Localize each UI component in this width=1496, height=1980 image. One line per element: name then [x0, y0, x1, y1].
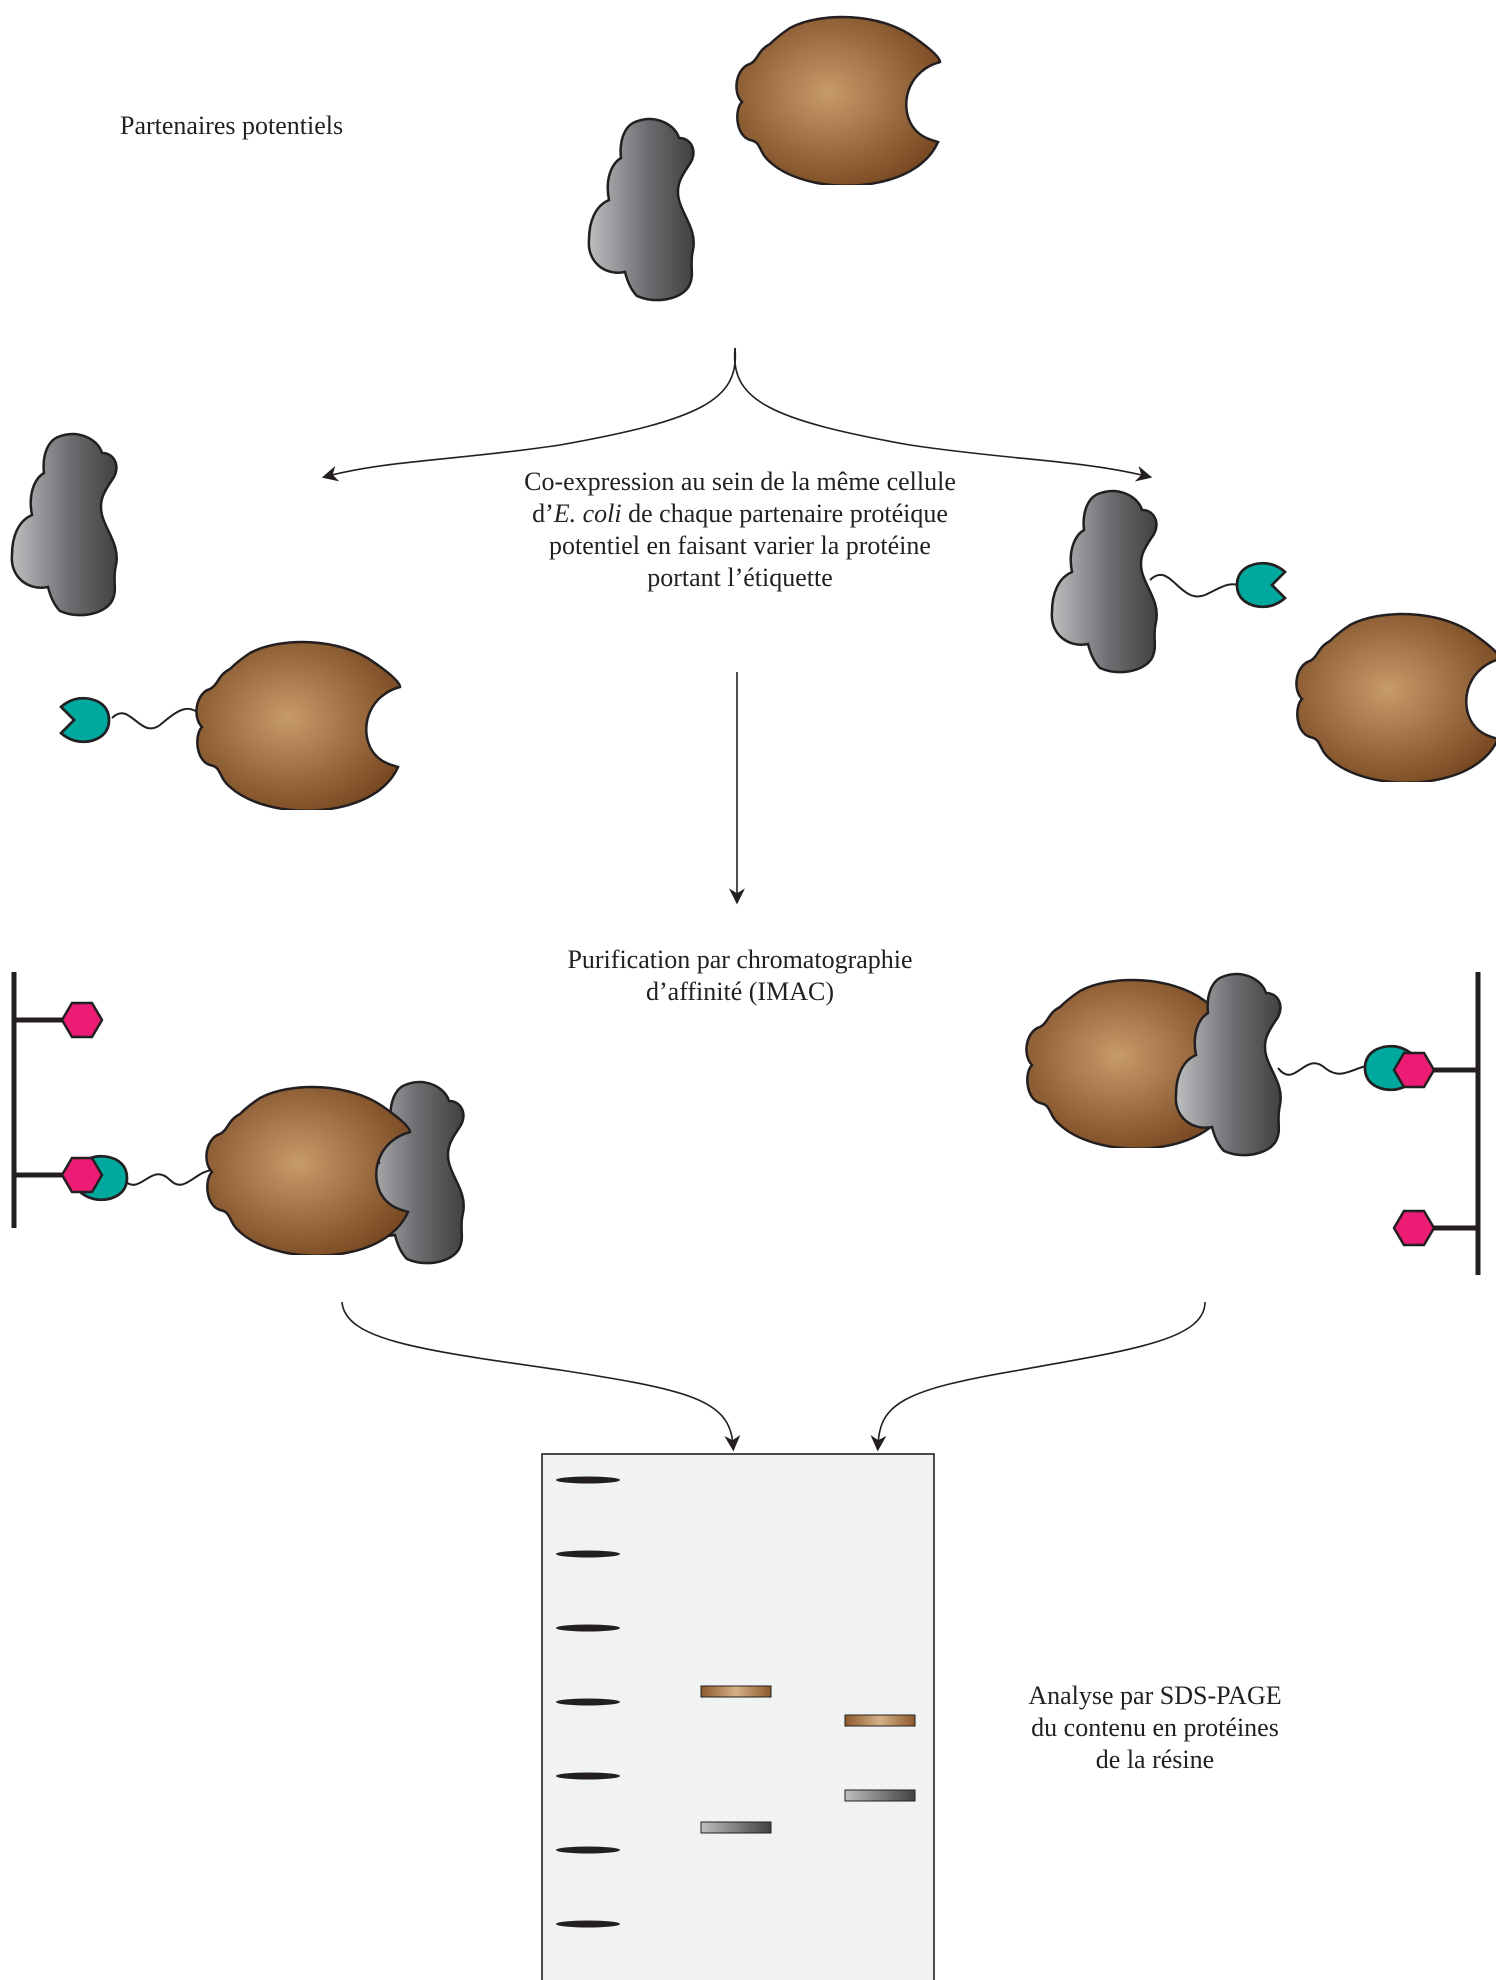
linker — [121, 1169, 215, 1186]
band-brown-lane-1 — [700, 1685, 772, 1698]
band-grey-lane-2 — [844, 1789, 916, 1802]
linker — [111, 707, 206, 730]
sds-page-gel — [541, 1453, 935, 1980]
left-grey-protein — [10, 432, 118, 617]
ladder-band — [556, 1698, 620, 1706]
ladder-band — [556, 1624, 620, 1632]
ladder-band — [556, 1846, 620, 1854]
right-bound-complex — [1025, 972, 1436, 1157]
partner-grey-protein-top — [587, 117, 695, 302]
coexpression-organism: E. coli — [553, 499, 622, 528]
sds-line-2: du contenu en protéines — [1031, 1713, 1279, 1742]
linker — [1149, 573, 1239, 598]
sds-page-label: Analyse par SDS-PAGE du contenu en proté… — [975, 1680, 1335, 1776]
lane-1 — [700, 1685, 772, 1834]
partners-label: Partenaires potentiels — [120, 110, 343, 142]
linker — [1277, 1062, 1367, 1076]
lane-2 — [844, 1714, 916, 1802]
ladder-band — [556, 1920, 620, 1928]
coexpression-line-2-suffix: de chaque partenaire protéique — [621, 499, 948, 528]
ladder-band — [556, 1476, 620, 1484]
coexpression-line-3: potentiel en faisant varier la protéine — [549, 531, 931, 560]
partners-text: Partenaires potentiels — [120, 111, 344, 140]
band-brown-lane-2 — [844, 1714, 916, 1727]
partner-brown-protein-top — [735, 15, 942, 185]
band-grey-lane-1 — [700, 1821, 772, 1834]
right-brown-protein — [1295, 612, 1496, 782]
sds-line-3: de la résine — [1095, 1745, 1215, 1774]
left-resin — [11, 972, 104, 1228]
ladder-band — [556, 1550, 620, 1558]
purification-label: Purification par chromatographie d’affin… — [500, 944, 980, 1008]
coexpression-line-4: portant l’étiquette — [647, 563, 833, 592]
sds-line-1: Analyse par SDS-PAGE — [1028, 1681, 1282, 1710]
coexpression-line-2: d’E. coli de chaque partenaire protéique — [460, 498, 1020, 530]
ladder-band — [556, 1772, 620, 1780]
ladder — [556, 1476, 620, 1928]
merge-arrows — [341, 1301, 1206, 1452]
right-resin — [1392, 972, 1481, 1275]
purification-line-1: Purification par chromatographie — [567, 945, 913, 974]
split-arrows — [321, 347, 1153, 482]
coexpression-label: Co-expression au sein de la même cellule… — [460, 466, 1020, 594]
left-tagged-brown-protein — [59, 640, 402, 810]
purification-line-2: d’affinité (IMAC) — [646, 977, 834, 1006]
coexpression-line-1: Co-expression au sein de la même cellule — [524, 467, 956, 496]
left-bound-complex — [60, 1080, 465, 1265]
right-tagged-grey-protein — [1050, 489, 1287, 674]
coexpression-line-2-prefix: d’ — [532, 499, 554, 528]
